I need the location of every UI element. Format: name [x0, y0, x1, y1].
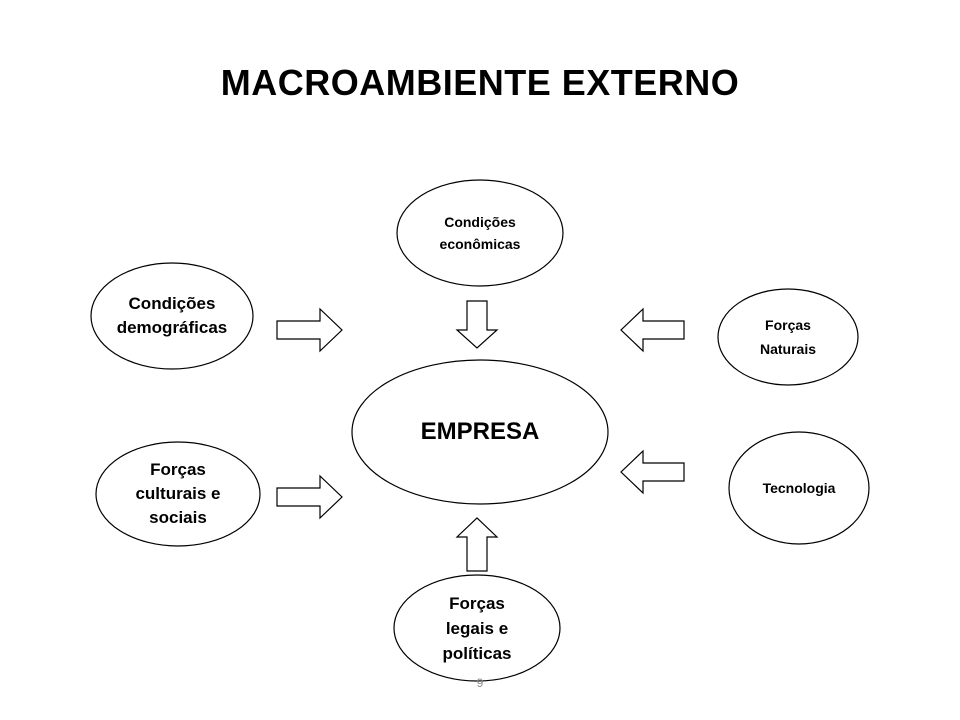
arrow-cultural-to-center	[276, 474, 343, 520]
node-legal-shape	[393, 574, 561, 682]
arrow-demographic-to-center	[276, 307, 343, 353]
node-economic: Condições econômicas	[400, 185, 560, 281]
node-center: EMPRESA	[360, 400, 600, 464]
node-natural-line1: Forças	[765, 317, 811, 333]
node-legal-line1: Forças	[449, 593, 505, 613]
node-technology: Tecnologia	[729, 470, 869, 506]
node-economic-shape	[396, 179, 564, 287]
node-demographic-shape	[90, 262, 254, 370]
node-center-label: EMPRESA	[420, 418, 540, 445]
node-economic-line2: econômicas	[439, 236, 521, 252]
node-technology-line1: Tecnologia	[762, 480, 836, 496]
node-legal: Forças legais e políticas	[397, 578, 557, 678]
node-cultural: Forças culturais e sociais	[98, 446, 258, 542]
arrow-technology-to-center	[620, 449, 685, 495]
node-technology-shape	[728, 431, 870, 545]
node-legal-line3: políticas	[442, 643, 512, 663]
page-number: 9	[476, 676, 484, 690]
node-demographic-line2: demográficas	[116, 318, 228, 337]
node-natural: Forças Naturais	[718, 292, 858, 382]
arrow-legal-to-center	[455, 517, 499, 572]
node-cultural-shape	[95, 441, 261, 547]
node-center-shape	[351, 359, 609, 505]
node-demographic-line1: Condições	[128, 294, 216, 313]
node-legal-line2: legais e	[445, 618, 509, 638]
node-demographic: Condições demográficas	[92, 268, 252, 364]
node-natural-line2: Naturais	[759, 341, 817, 357]
arrow-natural-to-center	[620, 307, 685, 353]
node-economic-line1: Condições	[444, 214, 516, 230]
node-cultural-line2: culturais e	[135, 484, 221, 503]
node-cultural-line1: Forças	[150, 460, 206, 479]
node-natural-shape	[717, 288, 859, 386]
arrow-economic-to-center	[455, 300, 499, 349]
page-title: MACROAMBIENTE EXTERNO	[220, 62, 740, 103]
node-cultural-line3: sociais	[149, 508, 207, 527]
